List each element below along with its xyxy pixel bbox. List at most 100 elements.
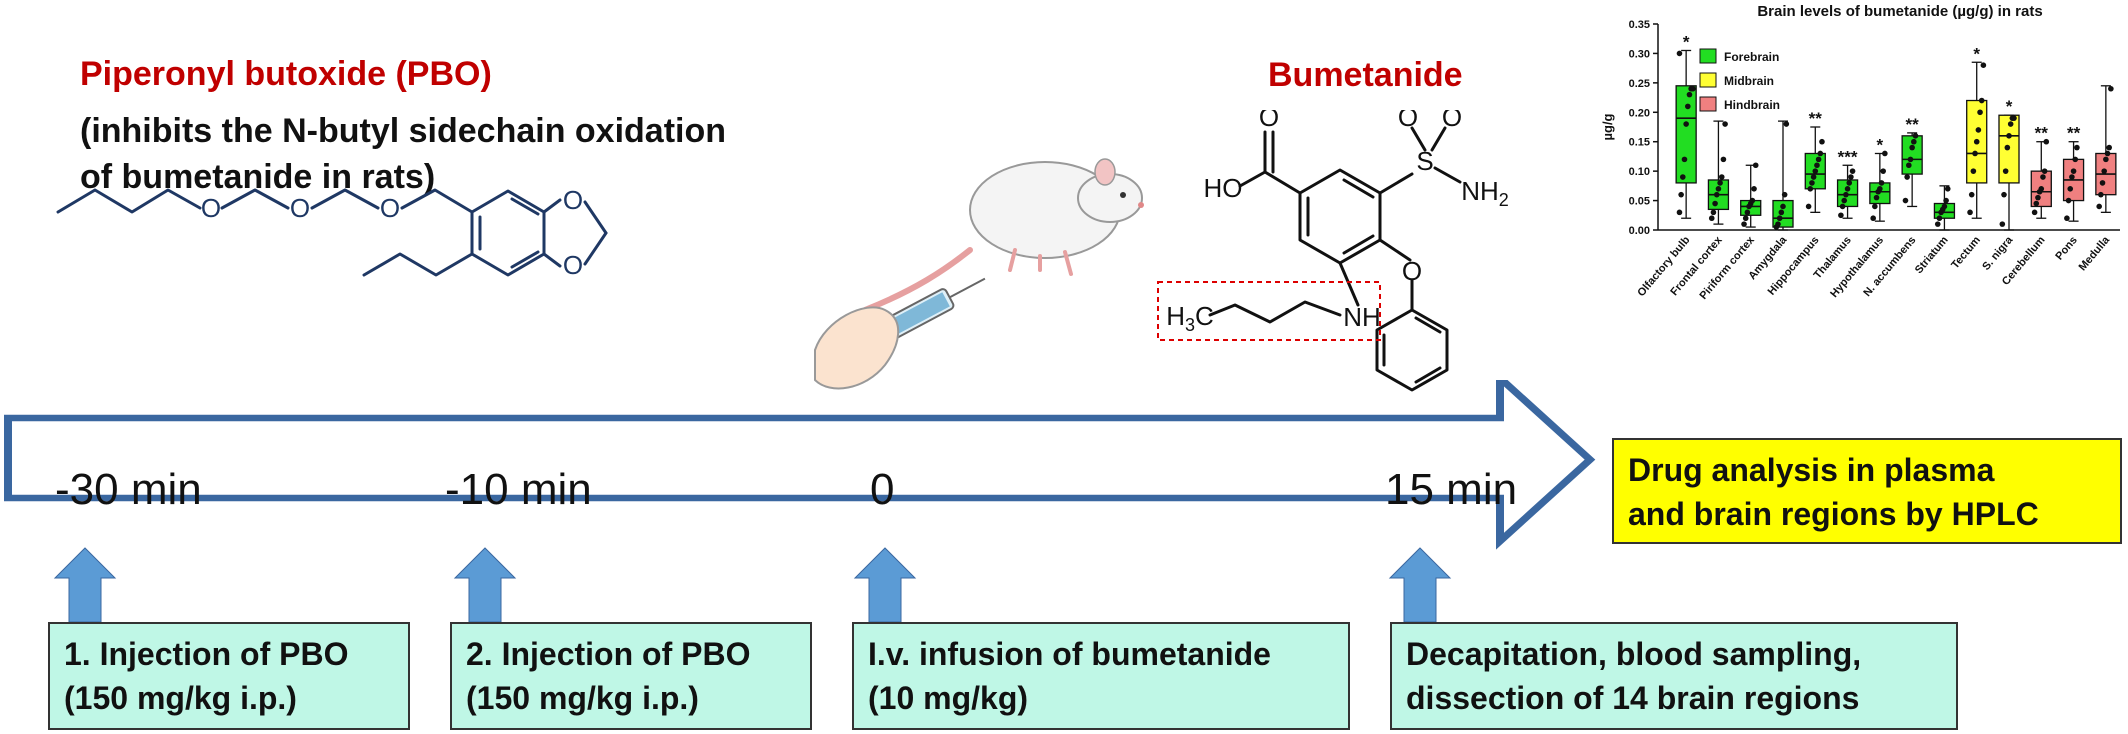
chart-point: [1877, 186, 1883, 192]
chart-x-tick-label: Medulla: [2077, 234, 2113, 274]
pbo-oxygen-3: O: [380, 193, 400, 223]
chart-point: [1686, 91, 1693, 98]
chart-point: [2072, 156, 2079, 163]
chart-legend-swatch: [1699, 48, 1717, 64]
chart-x-tick-label: Pons: [2053, 234, 2079, 262]
chart-point: [1841, 197, 1848, 204]
bumetanide-title: Bumetanide: [1268, 56, 1463, 94]
chart-point: [2101, 168, 2107, 174]
chart-point: [1844, 186, 1851, 192]
butyl-highlight-box: [1157, 281, 1381, 341]
step-4-line1: Decapitation, blood sampling,: [1406, 636, 1862, 672]
step-arrow-1: [53, 547, 117, 623]
chart-point: [1977, 109, 1983, 116]
chart-point: [2104, 150, 2111, 157]
bumetanide-structure: O HO O O S NH2 O NH H3C: [1157, 110, 1509, 392]
chart-point: [2040, 174, 2046, 180]
chart-y-tick-label: 0.30: [1629, 48, 1650, 60]
chart-legend-label: Midbrain: [1724, 74, 1774, 88]
step-4-line2: dissection of 14 brain regions: [1406, 680, 1860, 716]
chart-point: [1975, 127, 1982, 133]
chart-significance-label: **: [1906, 115, 1920, 134]
chart-point: [1970, 168, 1977, 174]
timeline-label-minus30: -30 min: [55, 465, 202, 514]
chart-point: [1870, 215, 1876, 222]
chart-point: [1713, 191, 1720, 198]
chart-point: [1676, 209, 1683, 216]
chart-point: [2001, 191, 2007, 198]
pbo-oxygen-4: O: [563, 185, 583, 215]
pbo-title: Piperonyl butoxide (PBO): [80, 55, 492, 93]
chart-point: [1720, 156, 1727, 163]
chart-point: [1814, 162, 1820, 169]
pbo-description: (inhibits the N-butyl sidechain oxidatio…: [80, 108, 726, 200]
chart-point: [1972, 150, 1978, 157]
chart-point: [1678, 191, 1684, 198]
chart-point: [2065, 197, 2072, 204]
chart-point: [1849, 168, 1856, 174]
step-3-line1: I.v. infusion of bumetanide: [868, 636, 1271, 672]
step-arrow-4: [1388, 547, 1452, 623]
chart-point: [2033, 200, 2040, 207]
timeline-arrow: [4, 380, 1596, 550]
step-box-2: 2. Injection of PBO (150 mg/kg i.p.): [450, 622, 812, 730]
chart-point: [1967, 209, 1973, 216]
chart-point: [1749, 197, 1756, 204]
step-1-line2: (150 mg/kg i.p.): [64, 680, 297, 716]
chart-significance-label: *: [1877, 135, 1884, 154]
chart-y-tick-label: 0.00: [1629, 225, 1650, 237]
timeline-label-zero: 0: [870, 465, 895, 514]
chart-point: [1904, 174, 1910, 180]
chart-point: [2099, 180, 2106, 186]
chart-point: [2096, 203, 2102, 210]
chart-significance-label: *: [1973, 44, 1980, 63]
chart-y-tick-label: 0.20: [1629, 107, 1650, 119]
chart-point: [1810, 174, 1817, 180]
bumetanide-sulfur: S: [1416, 146, 1433, 176]
chart-point: [2106, 144, 2112, 151]
chart-box: [1675, 85, 1697, 184]
chart-point: [2035, 194, 2041, 201]
chart-legend-swatch: [1699, 96, 1717, 112]
bumetanide-methyl: H3C: [1166, 301, 1214, 335]
chart-legend-label: Hindbrain: [1724, 98, 1780, 112]
chart-point: [1936, 215, 1943, 222]
chart-point: [1912, 133, 1919, 139]
chart-point: [2108, 85, 2114, 92]
chart-point: [1882, 150, 1888, 157]
timeline-arrow-shape: [4, 380, 1596, 550]
chart-point: [1685, 103, 1691, 110]
chart-point: [1717, 180, 1723, 186]
chart-point: [2002, 168, 2009, 174]
result-line2: and brain regions by HPLC: [1628, 496, 2039, 532]
chart-title: Brain levels of bumetanide (µg/g) in rat…: [1757, 3, 2042, 20]
rat-tail: [862, 247, 973, 313]
chart-point: [1809, 180, 1815, 186]
chart-point: [1718, 174, 1725, 180]
bumetanide-hydroxyl: HO: [1204, 173, 1243, 203]
chart-point: [1878, 180, 1885, 186]
chart-point: [2004, 144, 2011, 151]
chart-point: [1872, 203, 1878, 210]
chart-point: [1710, 209, 1717, 216]
chart-point: [1812, 168, 1819, 174]
step-2-line1: 2. Injection of PBO: [466, 636, 751, 672]
chart-significance-label: **: [2035, 124, 2049, 143]
rat-injection-illustration: [814, 158, 1144, 390]
chart-point: [1968, 191, 1975, 198]
chart-significance-label: **: [1809, 109, 1823, 128]
chart-y-tick-label: 0.25: [1629, 78, 1650, 90]
chart-point: [1907, 156, 1914, 163]
rat-eye: [1120, 192, 1126, 198]
chart-point: [1944, 186, 1951, 192]
chart-point: [2031, 209, 2038, 216]
chart-point: [1680, 174, 1686, 180]
chart-point: [1941, 203, 1948, 210]
chart-point: [1819, 138, 1825, 145]
result-line1: Drug analysis in plasma: [1628, 452, 1995, 488]
pbo-description-line2: of bumetanide in rats): [80, 158, 436, 196]
chart-point: [1873, 194, 1880, 201]
chart-point: [1973, 138, 1980, 145]
chart-legend-label: Forebrain: [1724, 50, 1779, 64]
rat-paws: [1008, 248, 1073, 276]
